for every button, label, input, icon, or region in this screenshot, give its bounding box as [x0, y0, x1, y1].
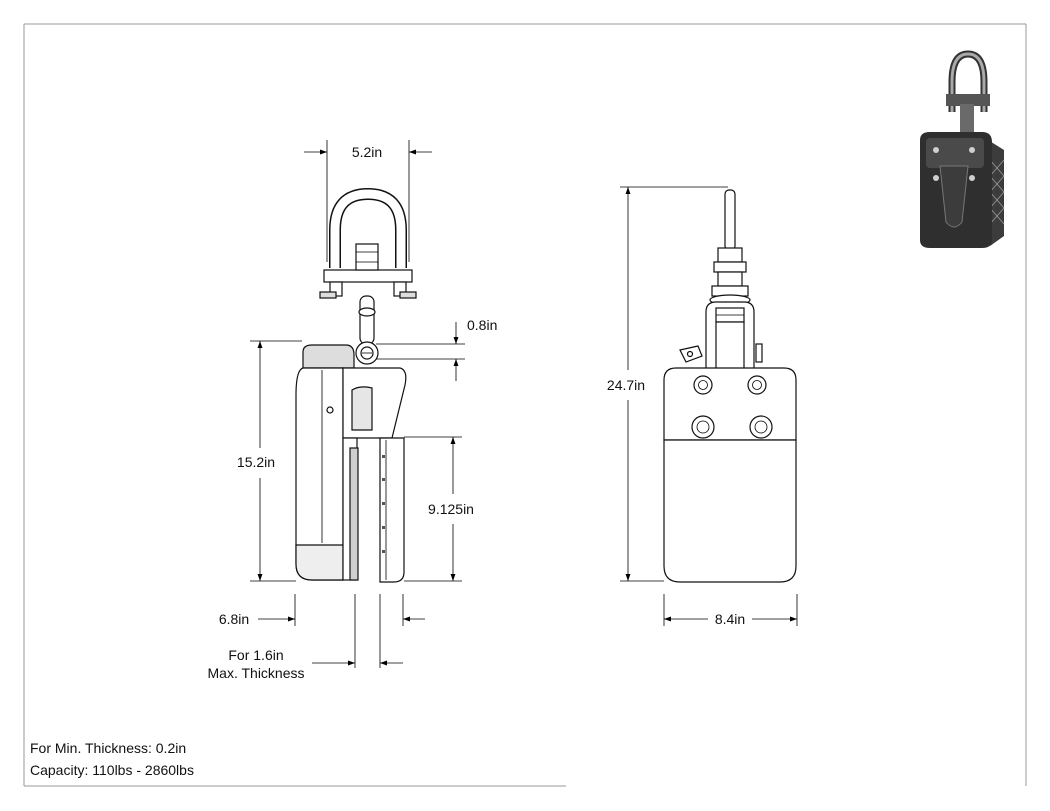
drawing-frame	[23, 23, 1027, 787]
side-view	[295, 187, 417, 583]
movable-jaw	[379, 437, 405, 583]
dim-side-depth: 6.8in	[219, 611, 249, 627]
dimension-labels: 5.2in 0.8in 15.2in 9.125in 24.7in 6.8in …	[208, 144, 746, 681]
front-bolts	[691, 375, 773, 439]
dimension-lines	[250, 140, 798, 668]
dim-max-thickness-line2: Max. Thickness	[208, 665, 305, 681]
front-lower-pad	[663, 439, 797, 583]
front-upper-plate	[663, 367, 797, 441]
front-swivel-bar	[724, 189, 736, 251]
front-view	[663, 189, 797, 583]
dim-max-thickness-line1: For 1.6in	[228, 647, 283, 663]
dim-jaw-depth: 9.125in	[428, 501, 474, 517]
isometric-preview	[920, 50, 1005, 248]
dim-total-height: 24.7in	[607, 377, 645, 393]
min-thickness-note: For Min. Thickness: 0.2in	[30, 740, 187, 756]
swivel-link	[359, 295, 375, 345]
dim-front-width: 8.4in	[715, 611, 745, 627]
dim-shackle-width: 5.2in	[352, 144, 382, 160]
shackle-crossbar	[323, 269, 413, 283]
shackle-nut	[355, 243, 379, 271]
dim-body-height: 15.2in	[237, 454, 275, 470]
capacity-note: Capacity: 110lbs - 2860lbs	[30, 762, 194, 778]
dim-pin-offset: 0.8in	[467, 317, 497, 333]
